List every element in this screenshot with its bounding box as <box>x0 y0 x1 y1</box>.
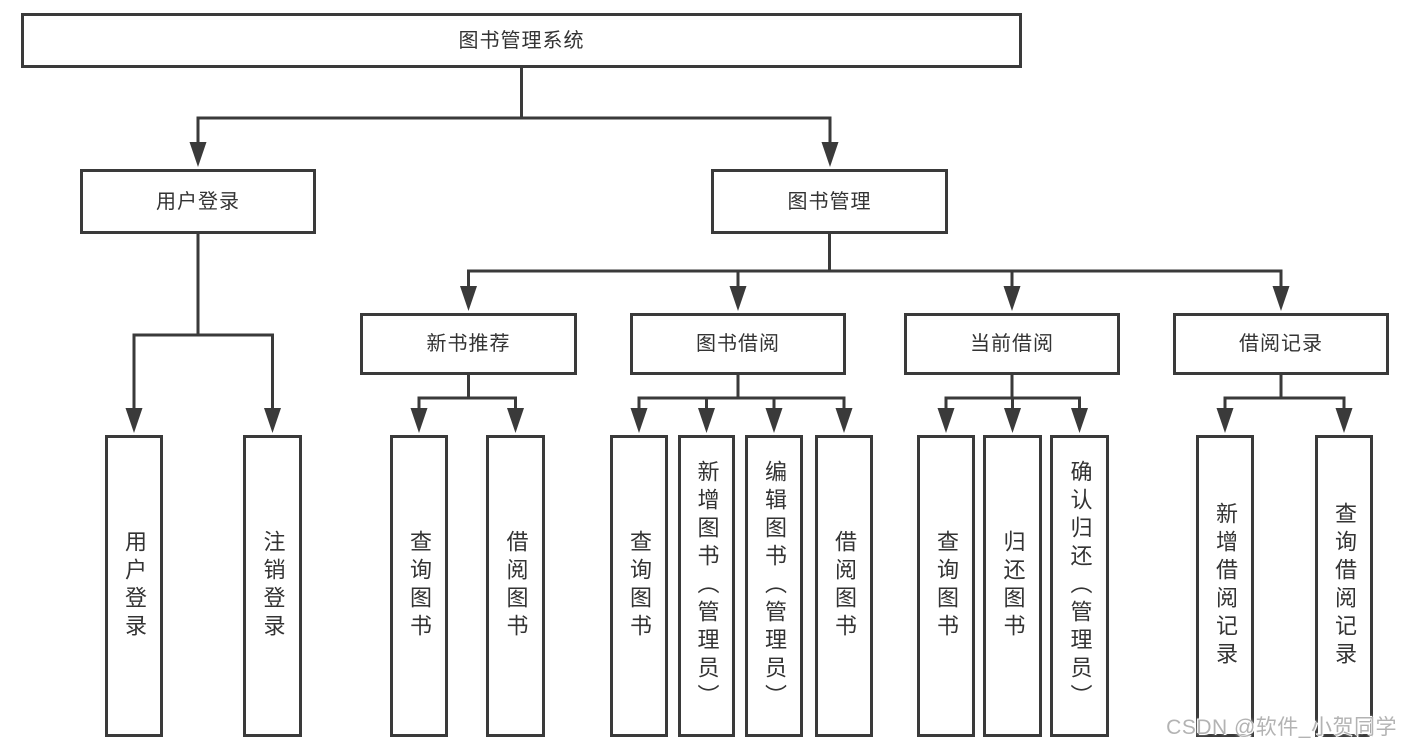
arrowheads-level2 <box>189 142 839 167</box>
leaf-label: 用户登录 <box>122 530 147 642</box>
connector-root-to-level2 <box>196 68 832 144</box>
connector-records-to-leaves <box>1223 375 1346 410</box>
connector-bookmgmt-to-level3 <box>467 234 1283 288</box>
arrowheads-level3 <box>460 286 1290 311</box>
node-return-books: 归还图书 <box>983 435 1042 737</box>
node-query-books-current: 查询图书 <box>917 435 975 737</box>
arrowheads-newbooks-leaves <box>410 408 524 433</box>
node-book-borrowing: 图书借阅 <box>630 313 846 375</box>
arrowheads-borrowing-leaves <box>630 408 853 433</box>
leaf-label: 借阅图书 <box>832 530 857 642</box>
connector-borrowing-to-leaves <box>637 375 846 410</box>
node-add-books-admin: 新增图书（管理员） <box>678 435 735 737</box>
connector-userlogin-to-leaves <box>132 234 274 410</box>
node-current-borrowing: 当前借阅 <box>904 313 1120 375</box>
connector-current-to-leaves <box>944 375 1081 410</box>
leaf-label: 归还图书 <box>1000 530 1026 642</box>
connector-newbooks-to-leaves <box>417 375 517 410</box>
node-logout: 注销登录 <box>243 435 302 737</box>
leaf-label: 确认归还（管理员） <box>1067 460 1093 712</box>
node-query-books-newbooks: 查询图书 <box>390 435 448 737</box>
node-user-login-leaf: 用户登录 <box>105 435 163 737</box>
leaf-label: 注销登录 <box>260 530 286 642</box>
node-book-management: 图书管理 <box>711 169 948 234</box>
node-add-borrow-record: 新增借阅记录 <box>1196 435 1254 737</box>
arrowheads-records-leaves <box>1216 408 1353 433</box>
leaf-label: 查询借阅记录 <box>1332 502 1357 670</box>
leaf-label: 查询图书 <box>627 530 652 642</box>
node-library-management-system: 图书管理系统 <box>21 13 1022 68</box>
arrowheads-current-leaves <box>937 408 1088 433</box>
leaf-label: 新增借阅记录 <box>1213 502 1238 670</box>
node-query-borrow-record: 查询借阅记录 <box>1315 435 1373 737</box>
leaf-label: 编辑图书（管理员） <box>762 460 787 712</box>
watermark-text: CSDN @软件_小贺同学 <box>1166 716 1397 739</box>
node-confirm-return-admin: 确认归还（管理员） <box>1050 435 1109 737</box>
node-query-books-borrowing: 查询图书 <box>610 435 668 737</box>
leaf-label: 新增图书（管理员） <box>694 460 720 712</box>
node-borrow-books-newbooks: 借阅图书 <box>486 435 545 737</box>
node-new-book-recommend: 新书推荐 <box>360 313 577 375</box>
node-borrowing-records: 借阅记录 <box>1173 313 1389 375</box>
leaf-label: 借阅图书 <box>503 530 529 642</box>
arrowheads-userlogin-leaves <box>125 408 281 433</box>
leaf-label: 查询图书 <box>934 530 959 642</box>
node-edit-books-admin: 编辑图书（管理员） <box>745 435 803 737</box>
node-user-login: 用户登录 <box>80 169 316 234</box>
leaf-label: 查询图书 <box>407 530 432 642</box>
node-borrow-books-borrowing: 借阅图书 <box>815 435 873 737</box>
